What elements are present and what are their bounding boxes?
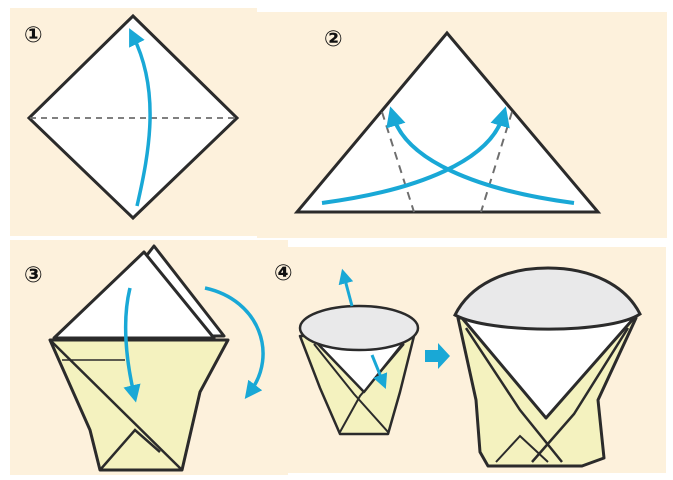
fold-up-arrow-icon (129, 28, 152, 207)
triangle-paper (293, 30, 602, 214)
step-1-panel: ① (10, 8, 257, 236)
step-2-panel: ② (257, 12, 667, 238)
fold-front-down-arrow-icon (123, 287, 141, 403)
large-cup-bottom-flap (495, 434, 549, 463)
next-step-arrow-icon (425, 343, 450, 369)
cup-inner-flap (99, 428, 161, 471)
large-cup-fold-2 (531, 327, 630, 463)
left-corner-fold-arrow-icon (386, 106, 575, 205)
open-down-arrow-icon (370, 354, 388, 389)
step-1-number: ① (24, 23, 43, 48)
step-4-panel: ④ (274, 247, 666, 473)
cup-fold-diagonal (49, 339, 183, 471)
right-diagonal-fold-line (480, 111, 513, 213)
square-paper-diamond (26, 13, 240, 221)
step-2-number: ② (324, 27, 343, 52)
fold-back-down-arrow-icon (204, 286, 265, 399)
step-3-number: ③ (24, 263, 43, 288)
step-3-panel: ③ (10, 240, 288, 475)
small-cup-fold (313, 343, 389, 433)
top-flap-front (52, 250, 216, 340)
small-cup-opening (298, 304, 420, 352)
large-cup-opening (453, 266, 642, 331)
left-diagonal-fold-line (381, 111, 415, 213)
open-up-arrow-icon (338, 268, 354, 307)
step-4-number: ④ (274, 261, 293, 286)
right-corner-fold-arrow-icon (321, 106, 510, 205)
